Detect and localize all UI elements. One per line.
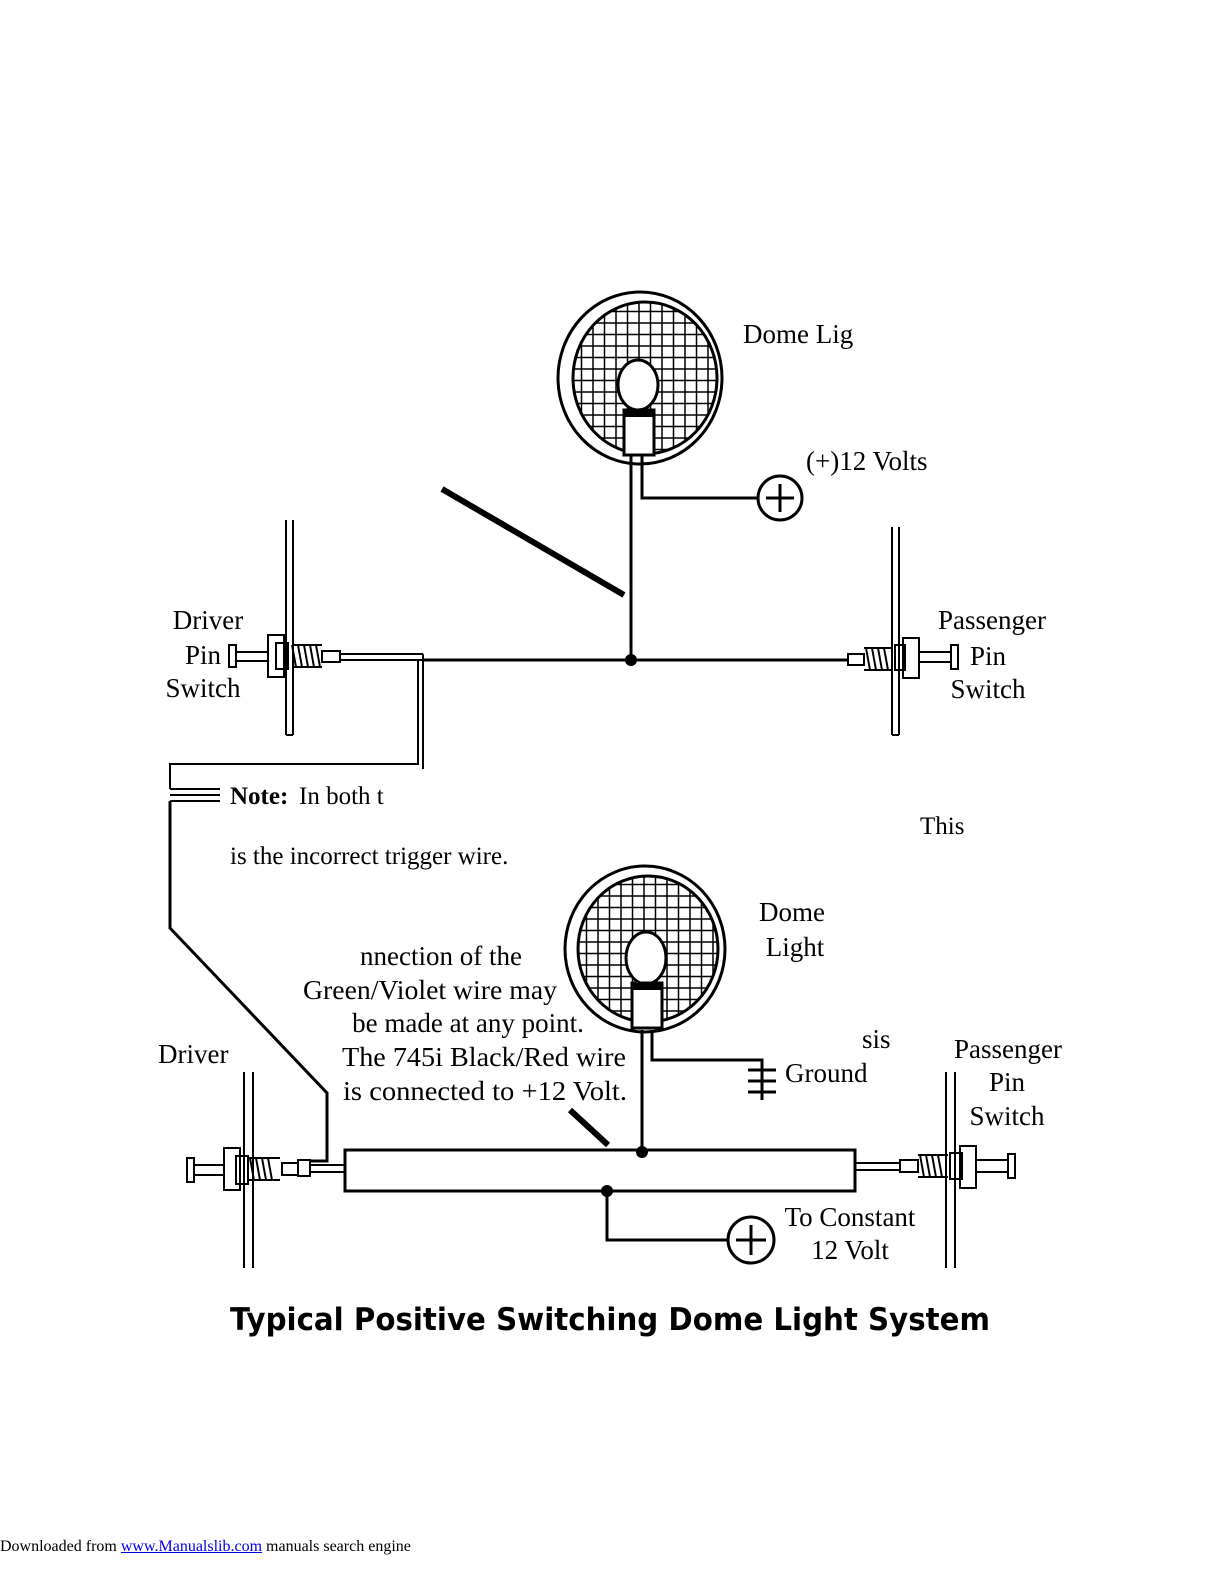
- wire-harness: [343, 1148, 857, 1193]
- chassis-ground-label-line1: sis: [862, 1024, 891, 1054]
- connection-note-line5: is connected to +12 Volt.: [343, 1076, 627, 1106]
- bottom-wires: [310, 1030, 900, 1242]
- chassis-ground-symbol: [748, 1068, 776, 1100]
- constant-12-volt-symbol: [726, 1215, 776, 1265]
- diagram-title: Typical Positive Switching Dome Light Sy…: [230, 1302, 990, 1338]
- chassis-ground-label-line2: Ground: [785, 1058, 868, 1088]
- note-bold-label: Note:: [230, 783, 288, 810]
- bottom-junction-dot: [636, 1146, 648, 1158]
- constant-label-line1: To Constant: [785, 1202, 916, 1232]
- bottom-driver-label: Driver: [158, 1039, 228, 1069]
- bottom-driver-pin-switch-icon: [186, 1072, 311, 1268]
- manualslib-link[interactable]: www.Manualslib.com: [120, 1538, 263, 1555]
- constant-label-line2: 12 Volt: [811, 1235, 889, 1265]
- note-wires: [168, 788, 329, 1163]
- constant-junction-dot: [601, 1185, 613, 1197]
- bottom-passenger-label-line3: Switch: [969, 1101, 1045, 1131]
- bottom-dome-label-line1: Dome: [759, 897, 825, 927]
- bottom-passenger-label-line1: Passenger: [954, 1034, 1062, 1064]
- top-dome-light-icon: [556, 290, 724, 466]
- plus-12-volt-symbol: [756, 474, 804, 522]
- top-driver-label-line1: Driver: [173, 605, 243, 635]
- top-dome-light-label: Dome Lig: [743, 319, 853, 349]
- connection-note-line4: The 745i Black/Red wire: [342, 1042, 626, 1072]
- top-passenger-label-line3: Switch: [950, 674, 1026, 704]
- bottom-passenger-pin-switch-icon: [899, 1072, 1016, 1268]
- top-junction-dot: [625, 654, 637, 666]
- bottom-dome-label-line2: Light: [766, 932, 825, 962]
- top-driver-label-line2: Pin: [185, 640, 222, 670]
- footer-suffix: manuals search engine: [266, 1538, 411, 1555]
- top-passenger-pin-switch-icon: [847, 527, 959, 736]
- bottom-passenger-label-line2: Pin: [989, 1067, 1026, 1097]
- top-passenger-label-line1: Passenger: [938, 605, 1046, 635]
- incorrect-trigger-wire-pointer: [440, 486, 626, 598]
- note-line1: In both t: [299, 783, 384, 810]
- note-line1-right: This: [920, 813, 964, 840]
- plus-12-volts-label: (+)12 Volts: [806, 446, 928, 476]
- bottom-dome-light-icon: [563, 864, 727, 1034]
- top-passenger-label-line2: Pin: [970, 641, 1007, 671]
- note-line2: is the incorrect trigger wire.: [230, 843, 508, 870]
- footer: Downloaded from www.Manualslib.com manua…: [0, 1538, 411, 1556]
- footer-prefix: Downloaded from: [0, 1538, 117, 1555]
- top-wires: [169, 456, 848, 789]
- connection-pointer: [567, 1107, 611, 1148]
- top-driver-label-line3: Switch: [165, 673, 241, 703]
- connection-note-line1: nnection of the: [360, 941, 522, 971]
- top-driver-pin-switch-icon: [228, 520, 341, 736]
- connection-note-line3: be made at any point.: [352, 1008, 584, 1038]
- connection-note-line2: Green/Violet wire may: [303, 975, 558, 1005]
